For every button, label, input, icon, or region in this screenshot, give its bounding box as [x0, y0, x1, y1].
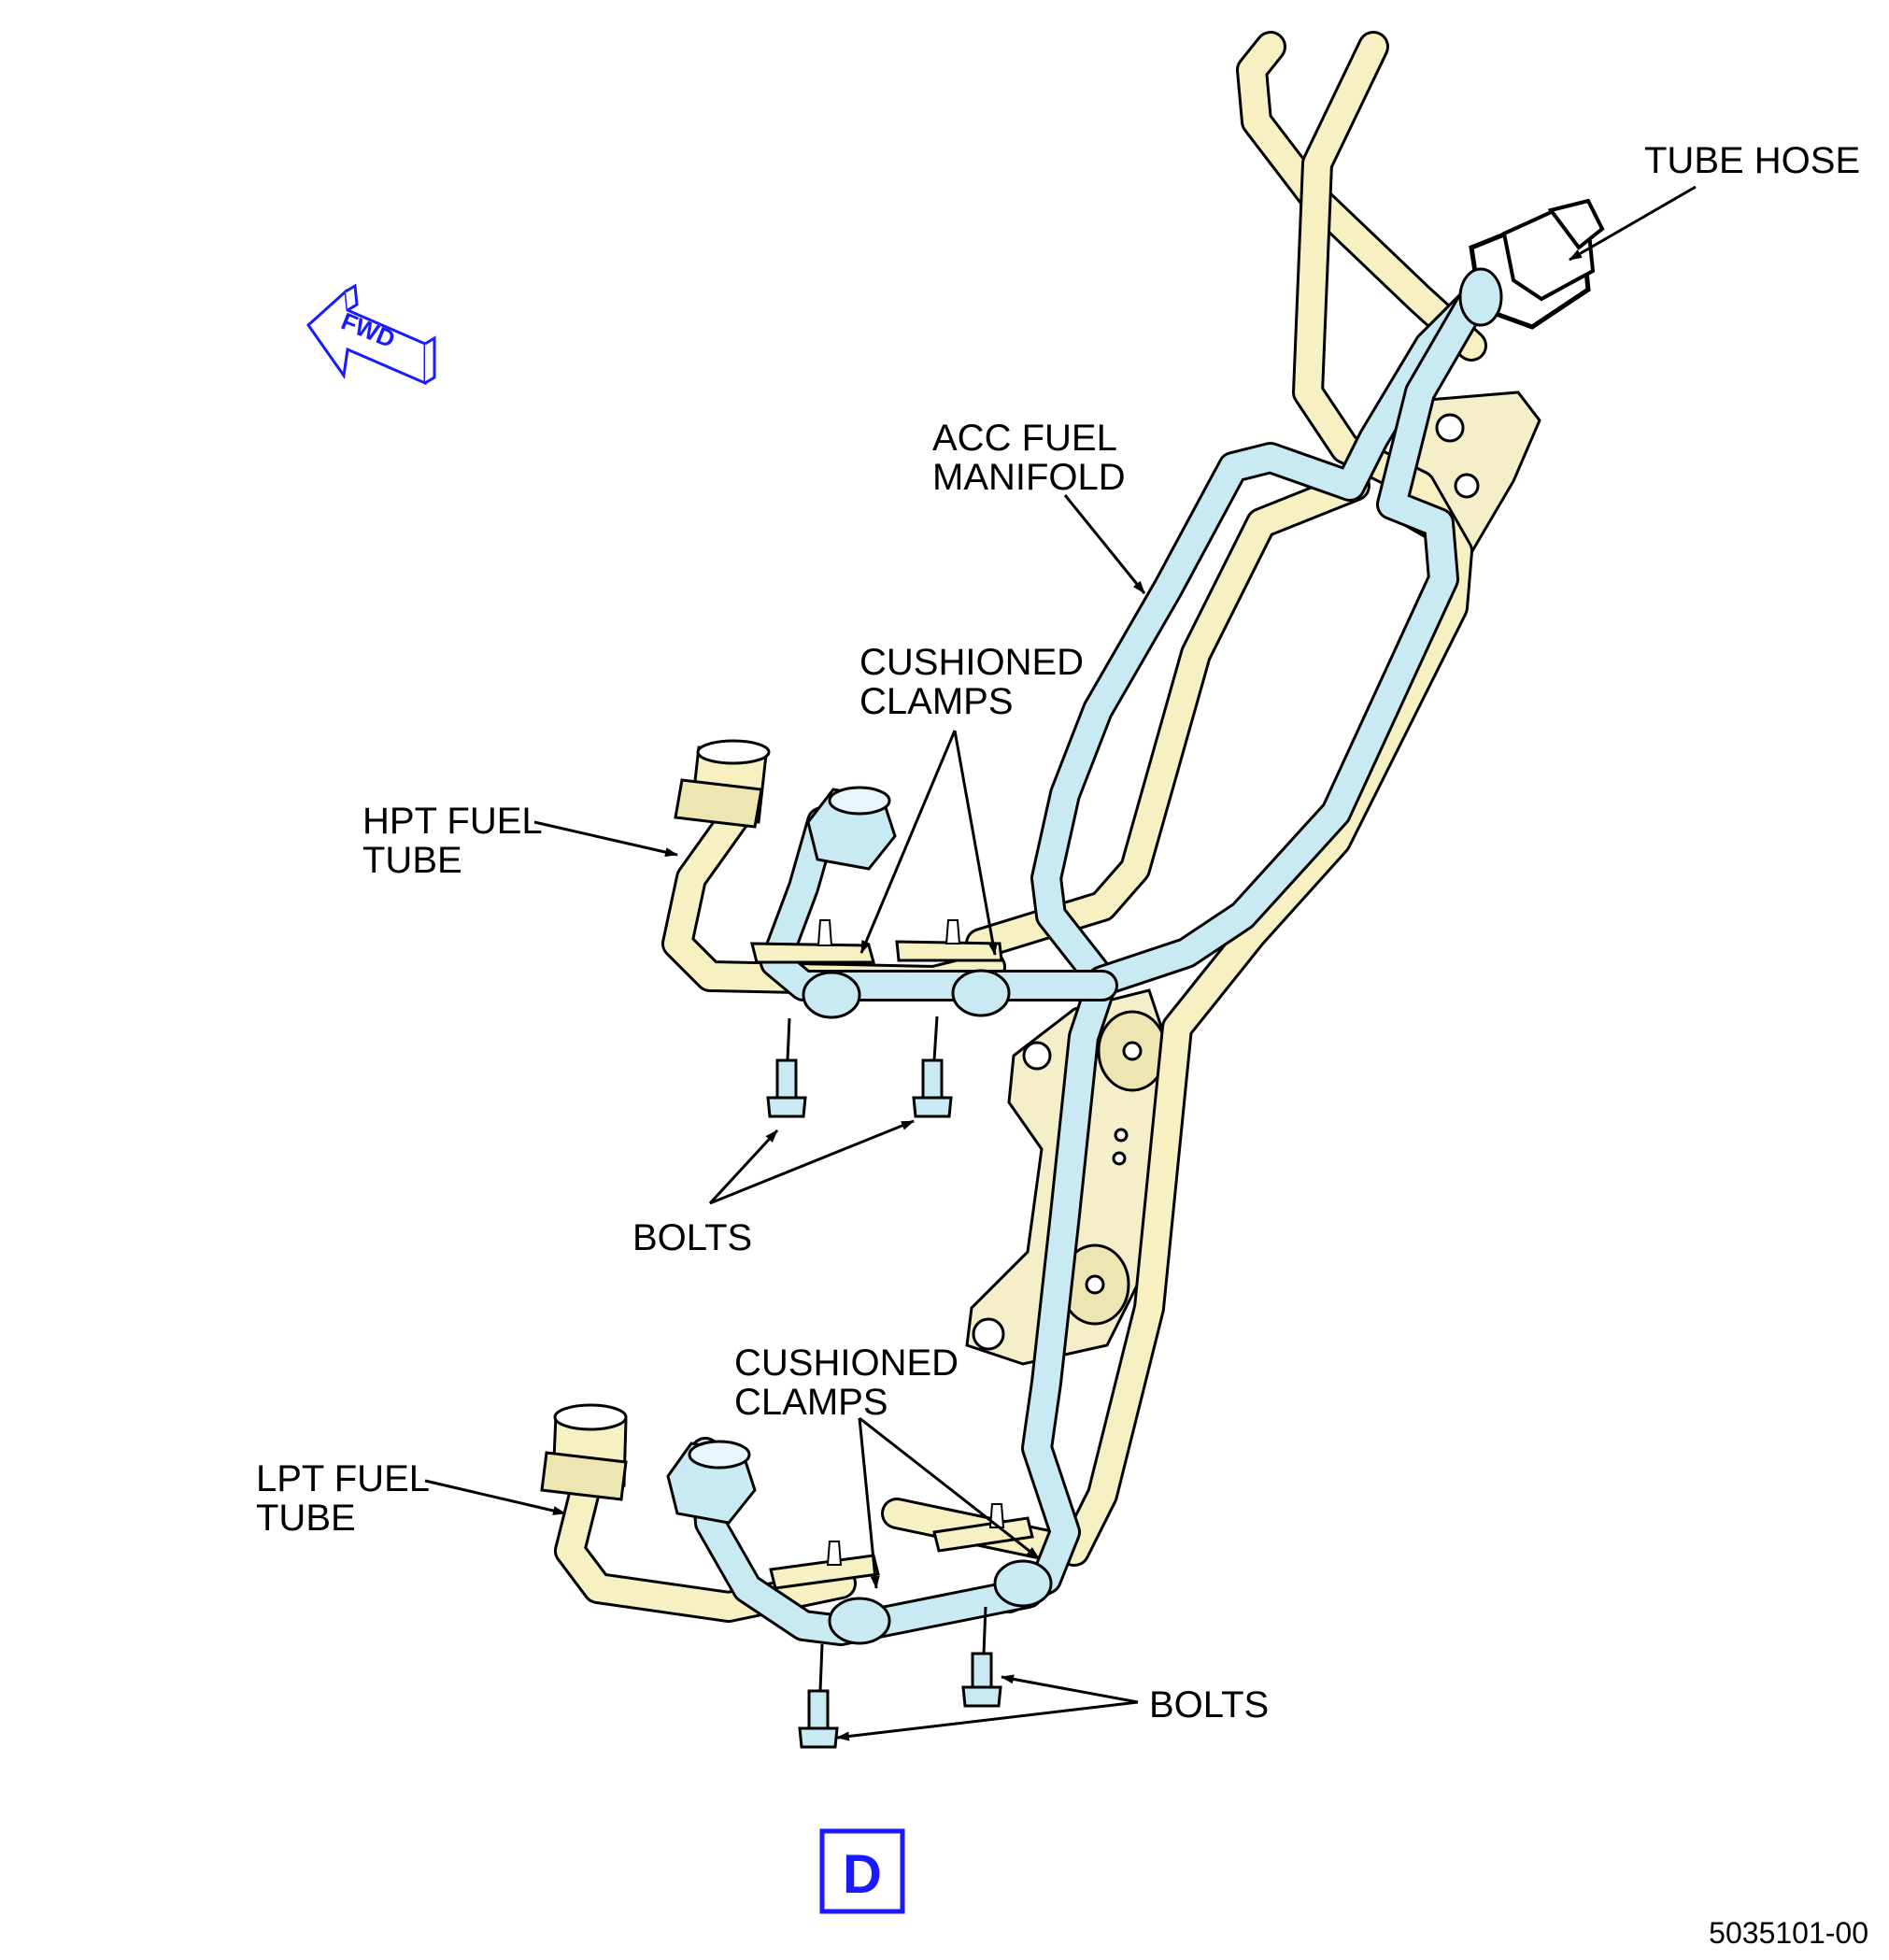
label-acc-line1: ACC FUEL	[932, 418, 1117, 459]
label-bolts-lower: BOLTS	[1149, 1684, 1269, 1726]
label-lpt-line1: LPT FUEL	[256, 1458, 430, 1499]
label-clamps-lower-line1: CUSHIONED	[734, 1342, 959, 1384]
bolt-lower-1	[798, 1643, 839, 1749]
label-hpt-line2: TUBE	[362, 840, 462, 881]
label-tube-hose: TUBE HOSE	[1644, 140, 1860, 181]
figure-number: 5035101-00	[1709, 1916, 1868, 1950]
label-hpt-line1: HPT FUEL	[362, 801, 543, 842]
label-bolts-lower-text: BOLTS	[1149, 1684, 1269, 1726]
label-clamps-lower-line2: CLAMPS	[734, 1382, 888, 1423]
cushioned-clamp-upper-2	[895, 919, 1011, 1017]
label-tube-hose-text: TUBE HOSE	[1644, 140, 1860, 181]
leader-lines	[424, 185, 1697, 1741]
hpt-tube-fitting	[674, 739, 771, 829]
fwd-arrow-icon: FWD	[306, 283, 436, 386]
label-cushioned-clamps-upper: CUSHIONED CLAMPS	[859, 642, 1084, 722]
label-bolts-upper: BOLTS	[632, 1217, 752, 1258]
cushioned-clamp-lower-1	[769, 1541, 891, 1645]
label-hpt-fuel-tube: HPT FUEL TUBE	[362, 801, 543, 881]
hpt-manifold-nut	[806, 786, 897, 871]
label-bolts-upper-text: BOLTS	[632, 1217, 752, 1258]
label-lpt-fuel-tube: LPT FUEL TUBE	[256, 1458, 430, 1539]
bolt-upper-1	[766, 1017, 807, 1118]
lpt-manifold-nut	[666, 1440, 757, 1525]
label-acc-fuel-manifold: ACC FUEL MANIFOLD	[932, 418, 1126, 498]
cushioned-clamp-upper-1	[750, 919, 875, 1019]
lpt-tube-fitting	[540, 1403, 628, 1501]
bolt-lower-2	[961, 1606, 1002, 1708]
cushioned-clamp-lower-2	[932, 1503, 1053, 1608]
bolt-upper-2	[912, 1016, 953, 1118]
view-letter: D	[843, 1844, 882, 1905]
view-letter-box: D	[819, 1828, 905, 1914]
label-lpt-line2: TUBE	[256, 1498, 356, 1539]
label-cushioned-clamps-lower: CUSHIONED CLAMPS	[734, 1342, 959, 1423]
tube-hose-fitting	[1458, 198, 1605, 330]
label-clamps-upper-line2: CLAMPS	[859, 681, 1014, 722]
label-clamps-upper-line1: CUSHIONED	[859, 642, 1084, 683]
label-acc-line2: MANIFOLD	[932, 457, 1126, 498]
